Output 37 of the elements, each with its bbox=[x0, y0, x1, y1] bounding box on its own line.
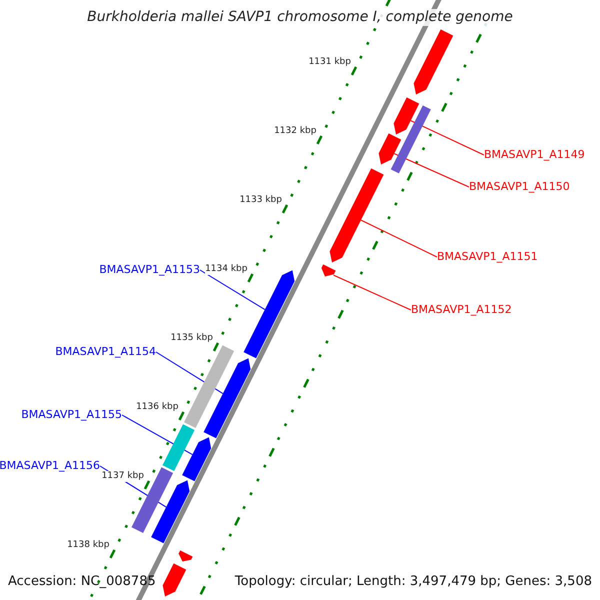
leader-line bbox=[360, 220, 438, 258]
gene-block bbox=[330, 168, 384, 262]
tick-label: 1132 kbp bbox=[274, 126, 316, 137]
feature-bar bbox=[184, 345, 234, 428]
gene-block bbox=[178, 550, 193, 562]
feature-bar bbox=[390, 105, 431, 174]
gene-label: BMASAVP1_A1149 bbox=[484, 148, 585, 162]
gene-block bbox=[394, 97, 420, 134]
gene-label: BMASAVP1_A1151 bbox=[437, 250, 538, 264]
tick-label: 1138 kbp bbox=[67, 540, 110, 551]
leader-line bbox=[394, 153, 470, 188]
tick-label: 1133 kbp bbox=[240, 194, 282, 206]
topology-text: Topology: circular; Length: 3,497,479 bp; Genes: 3,508 bbox=[234, 574, 592, 590]
gene-block bbox=[321, 264, 336, 276]
gene-label: BMASAVP1_A1154 bbox=[55, 345, 156, 358]
tick-label: 1136 kbp bbox=[136, 402, 178, 413]
gene-block bbox=[204, 358, 251, 438]
title: Burkholderia mallei SAVP1 chromosome I, complete genome bbox=[87, 9, 513, 26]
gene-label: BMASAVP1_A1153 bbox=[99, 263, 200, 276]
feature-bar bbox=[162, 424, 195, 471]
gene-block bbox=[378, 133, 402, 164]
leader-line bbox=[200, 270, 266, 310]
gene-block bbox=[151, 480, 190, 544]
tick-label: 1131 kbp bbox=[308, 56, 351, 68]
gene-block bbox=[162, 563, 186, 596]
gene-label: BMASAVP1_A1150 bbox=[469, 180, 570, 194]
gene-label: BMASAVP1_A1155 bbox=[21, 408, 122, 422]
tick-label: 1137 kbp bbox=[102, 470, 144, 482]
leader-line bbox=[333, 274, 412, 310]
gene-block bbox=[414, 29, 454, 94]
leader-line bbox=[410, 120, 484, 156]
tick-label: 1134 kbp bbox=[205, 264, 248, 275]
accession-text: Accession: NC_008785 bbox=[8, 574, 156, 590]
gene-label: BMASAVP1_A1156 bbox=[0, 459, 100, 472]
gene-label: BMASAVP1_A1152 bbox=[411, 303, 512, 316]
gene-block bbox=[182, 437, 212, 482]
tick-label: 1135 kbp bbox=[170, 332, 213, 344]
